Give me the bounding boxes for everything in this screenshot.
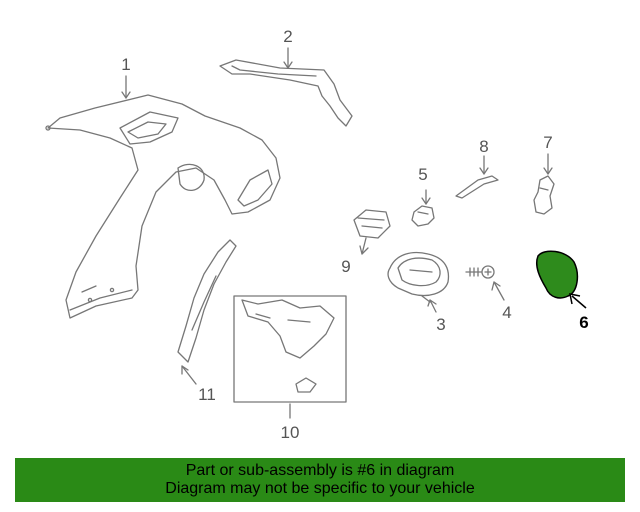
callout-11: 11 bbox=[198, 385, 216, 404]
info-banner: Part or sub-assembly is #6 in diagram Di… bbox=[15, 458, 625, 502]
bracket-part bbox=[411, 205, 435, 227]
callout-8: 8 bbox=[479, 137, 488, 156]
callout-2: 2 bbox=[283, 27, 292, 46]
screw-part bbox=[465, 265, 495, 279]
callout-3: 3 bbox=[436, 315, 445, 334]
callout-10: 10 bbox=[281, 423, 300, 442]
callout-7: 7 bbox=[543, 133, 552, 152]
inner-panel-box bbox=[233, 295, 347, 403]
callout-5: 5 bbox=[418, 165, 427, 184]
clip-part bbox=[353, 209, 391, 239]
callout-6: 6 bbox=[579, 313, 588, 332]
pillar-trim-part bbox=[177, 239, 237, 363]
parts-diagram: 1 2 3 4 5 6 7 8 9 10 11 bbox=[45, 27, 589, 442]
banner-line-1: Part or sub-assembly is #6 in diagram bbox=[185, 462, 455, 479]
callout-4: 4 bbox=[502, 303, 511, 322]
rod-part bbox=[455, 175, 499, 199]
callout-1: 1 bbox=[121, 55, 130, 74]
rail-part bbox=[219, 59, 353, 127]
fuel-door-highlighted-part bbox=[535, 250, 587, 309]
callout-9: 9 bbox=[341, 257, 350, 276]
fuel-door-housing-part bbox=[387, 251, 450, 303]
quarter-panel-part bbox=[45, 94, 281, 319]
leader-lines bbox=[121, 47, 553, 419]
side-bracket-part bbox=[533, 175, 555, 215]
banner-line-2: Diagram may not be specific to your vehi… bbox=[165, 480, 475, 497]
